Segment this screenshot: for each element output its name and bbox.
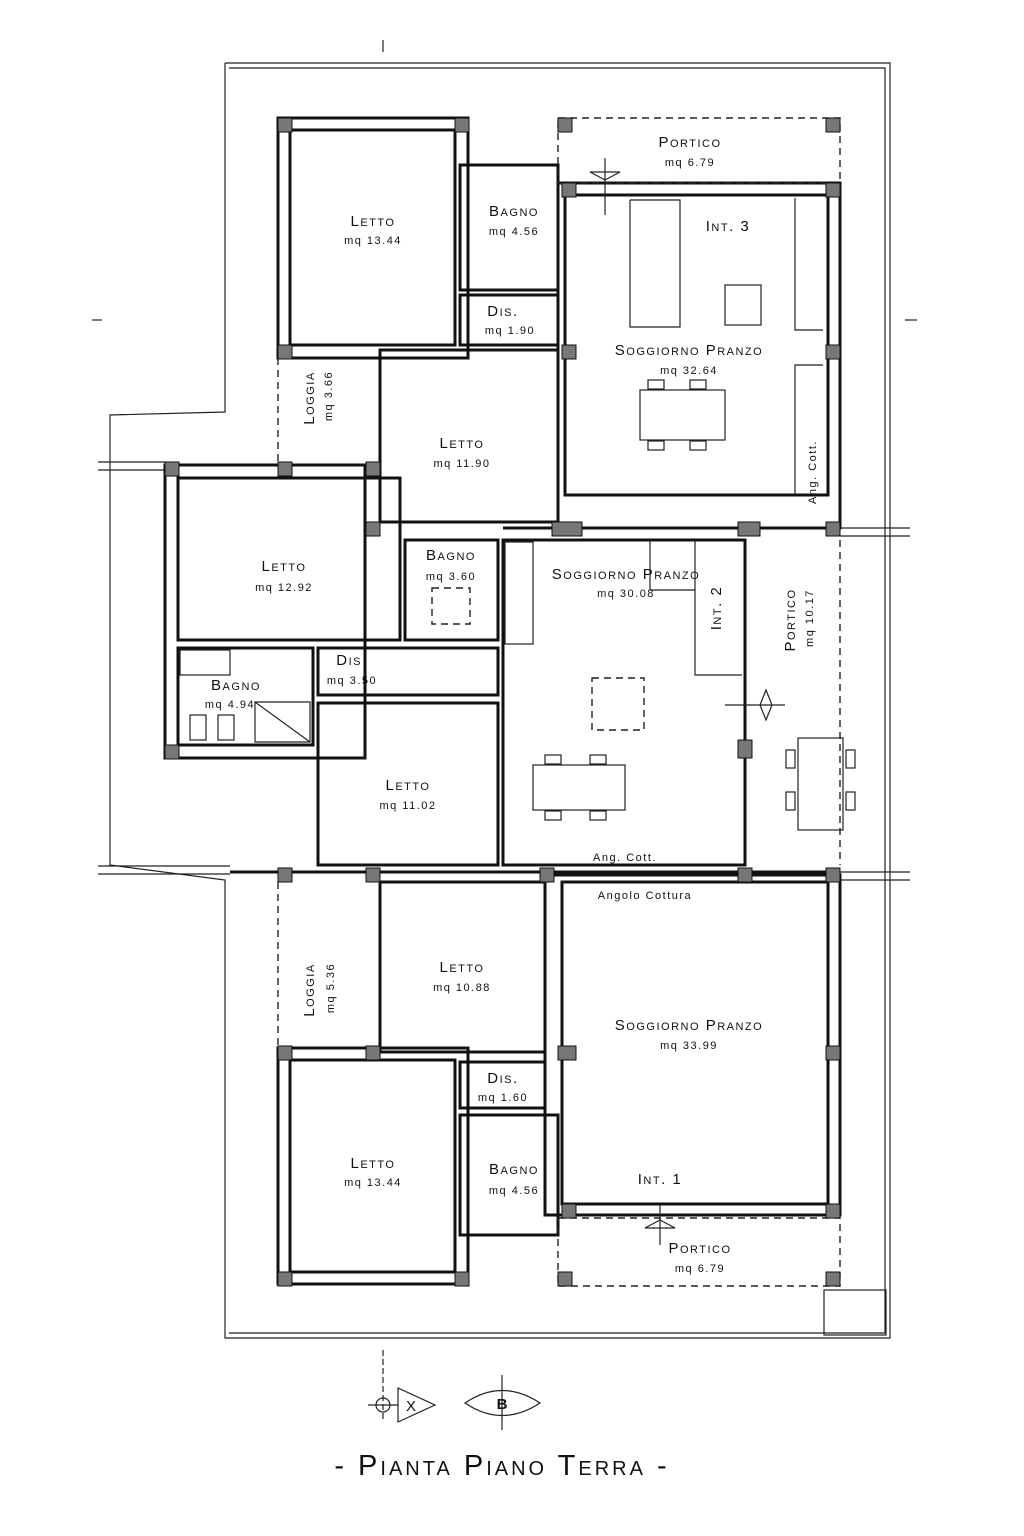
room-name: Letto	[351, 1155, 396, 1172]
room-name: Letto	[440, 435, 485, 452]
unit-label: Int. 1	[638, 1171, 683, 1188]
room-area: mq 10.17	[804, 589, 816, 647]
section-marker: X	[368, 1350, 437, 1423]
room-area: mq 4.56	[489, 226, 539, 238]
room-area: mq 3.50	[327, 675, 377, 687]
room-area: mq 13.44	[344, 1177, 402, 1189]
open-areas	[277, 117, 841, 1287]
room-area: mq 1.60	[478, 1092, 528, 1104]
room-area: mq 30.08	[597, 588, 655, 600]
walls	[163, 116, 887, 1336]
room-area: mq 3.66	[323, 371, 335, 421]
room-area: mq 10.88	[433, 982, 491, 994]
kitchen-label: Ang. Cott.	[593, 852, 657, 864]
room-labels: Letto mq 13.44 Bagno mq 4.56 Dis. mq 1.9…	[205, 134, 819, 1275]
plan-title: - Pianta Piano Terra -	[334, 1450, 669, 1482]
room-area: mq 32.64	[660, 365, 718, 377]
room-area: mq 13.44	[344, 235, 402, 247]
room-name: Bagno	[489, 203, 539, 220]
kitchen-label: Angolo Cottura	[598, 890, 692, 902]
room-name: Dis.	[487, 303, 518, 320]
room-name: Bagno	[489, 1161, 539, 1178]
room-area: mq 6.79	[665, 157, 715, 169]
unit-label: Int. 3	[706, 218, 751, 235]
room-name: Portico	[668, 1240, 731, 1257]
room-area: mq 6.79	[675, 1263, 725, 1275]
room-name: Bagno	[426, 547, 476, 564]
entrance-markers	[589, 158, 785, 1245]
room-name: Letto	[440, 959, 485, 976]
room-area: mq 1.90	[485, 325, 535, 337]
room-name: Soggiorno Pranzo	[552, 566, 700, 583]
room-area: mq 4.94	[205, 699, 255, 711]
room-area: mq 3.60	[426, 571, 476, 583]
section-marker-label: X	[406, 1398, 416, 1415]
room-name: Letto	[351, 213, 396, 230]
room-name: Loggia	[301, 371, 318, 424]
room-area: mq 33.99	[660, 1040, 718, 1052]
furniture	[544, 379, 856, 821]
room-name: Dis.	[336, 652, 367, 669]
room-name: Letto	[262, 558, 307, 575]
room-name: Soggiorno Pranzo	[615, 1017, 763, 1034]
room-area: mq 5.36	[325, 963, 337, 1013]
room-name: Soggiorno Pranzo	[615, 342, 763, 359]
elevation-marker-label: B	[497, 1396, 508, 1413]
room-name: Portico	[782, 588, 799, 651]
lot-boundary	[92, 40, 917, 1339]
room-area: mq 11.90	[433, 458, 490, 470]
room-area: mq 4.56	[489, 1185, 539, 1197]
elevation-marker: B	[463, 1375, 542, 1430]
room-name: Loggia	[301, 963, 318, 1016]
kitchen-label: Ang. Cott.	[807, 440, 819, 504]
room-name: Letto	[386, 777, 431, 794]
unit-label: Int. 2	[708, 586, 725, 631]
room-name: Dis.	[487, 1070, 518, 1087]
room-name: Portico	[658, 134, 721, 151]
room-area: mq 11.02	[379, 800, 436, 812]
room-area: mq 12.92	[255, 582, 313, 594]
pillars	[164, 117, 841, 1287]
room-name: Bagno	[211, 677, 261, 694]
